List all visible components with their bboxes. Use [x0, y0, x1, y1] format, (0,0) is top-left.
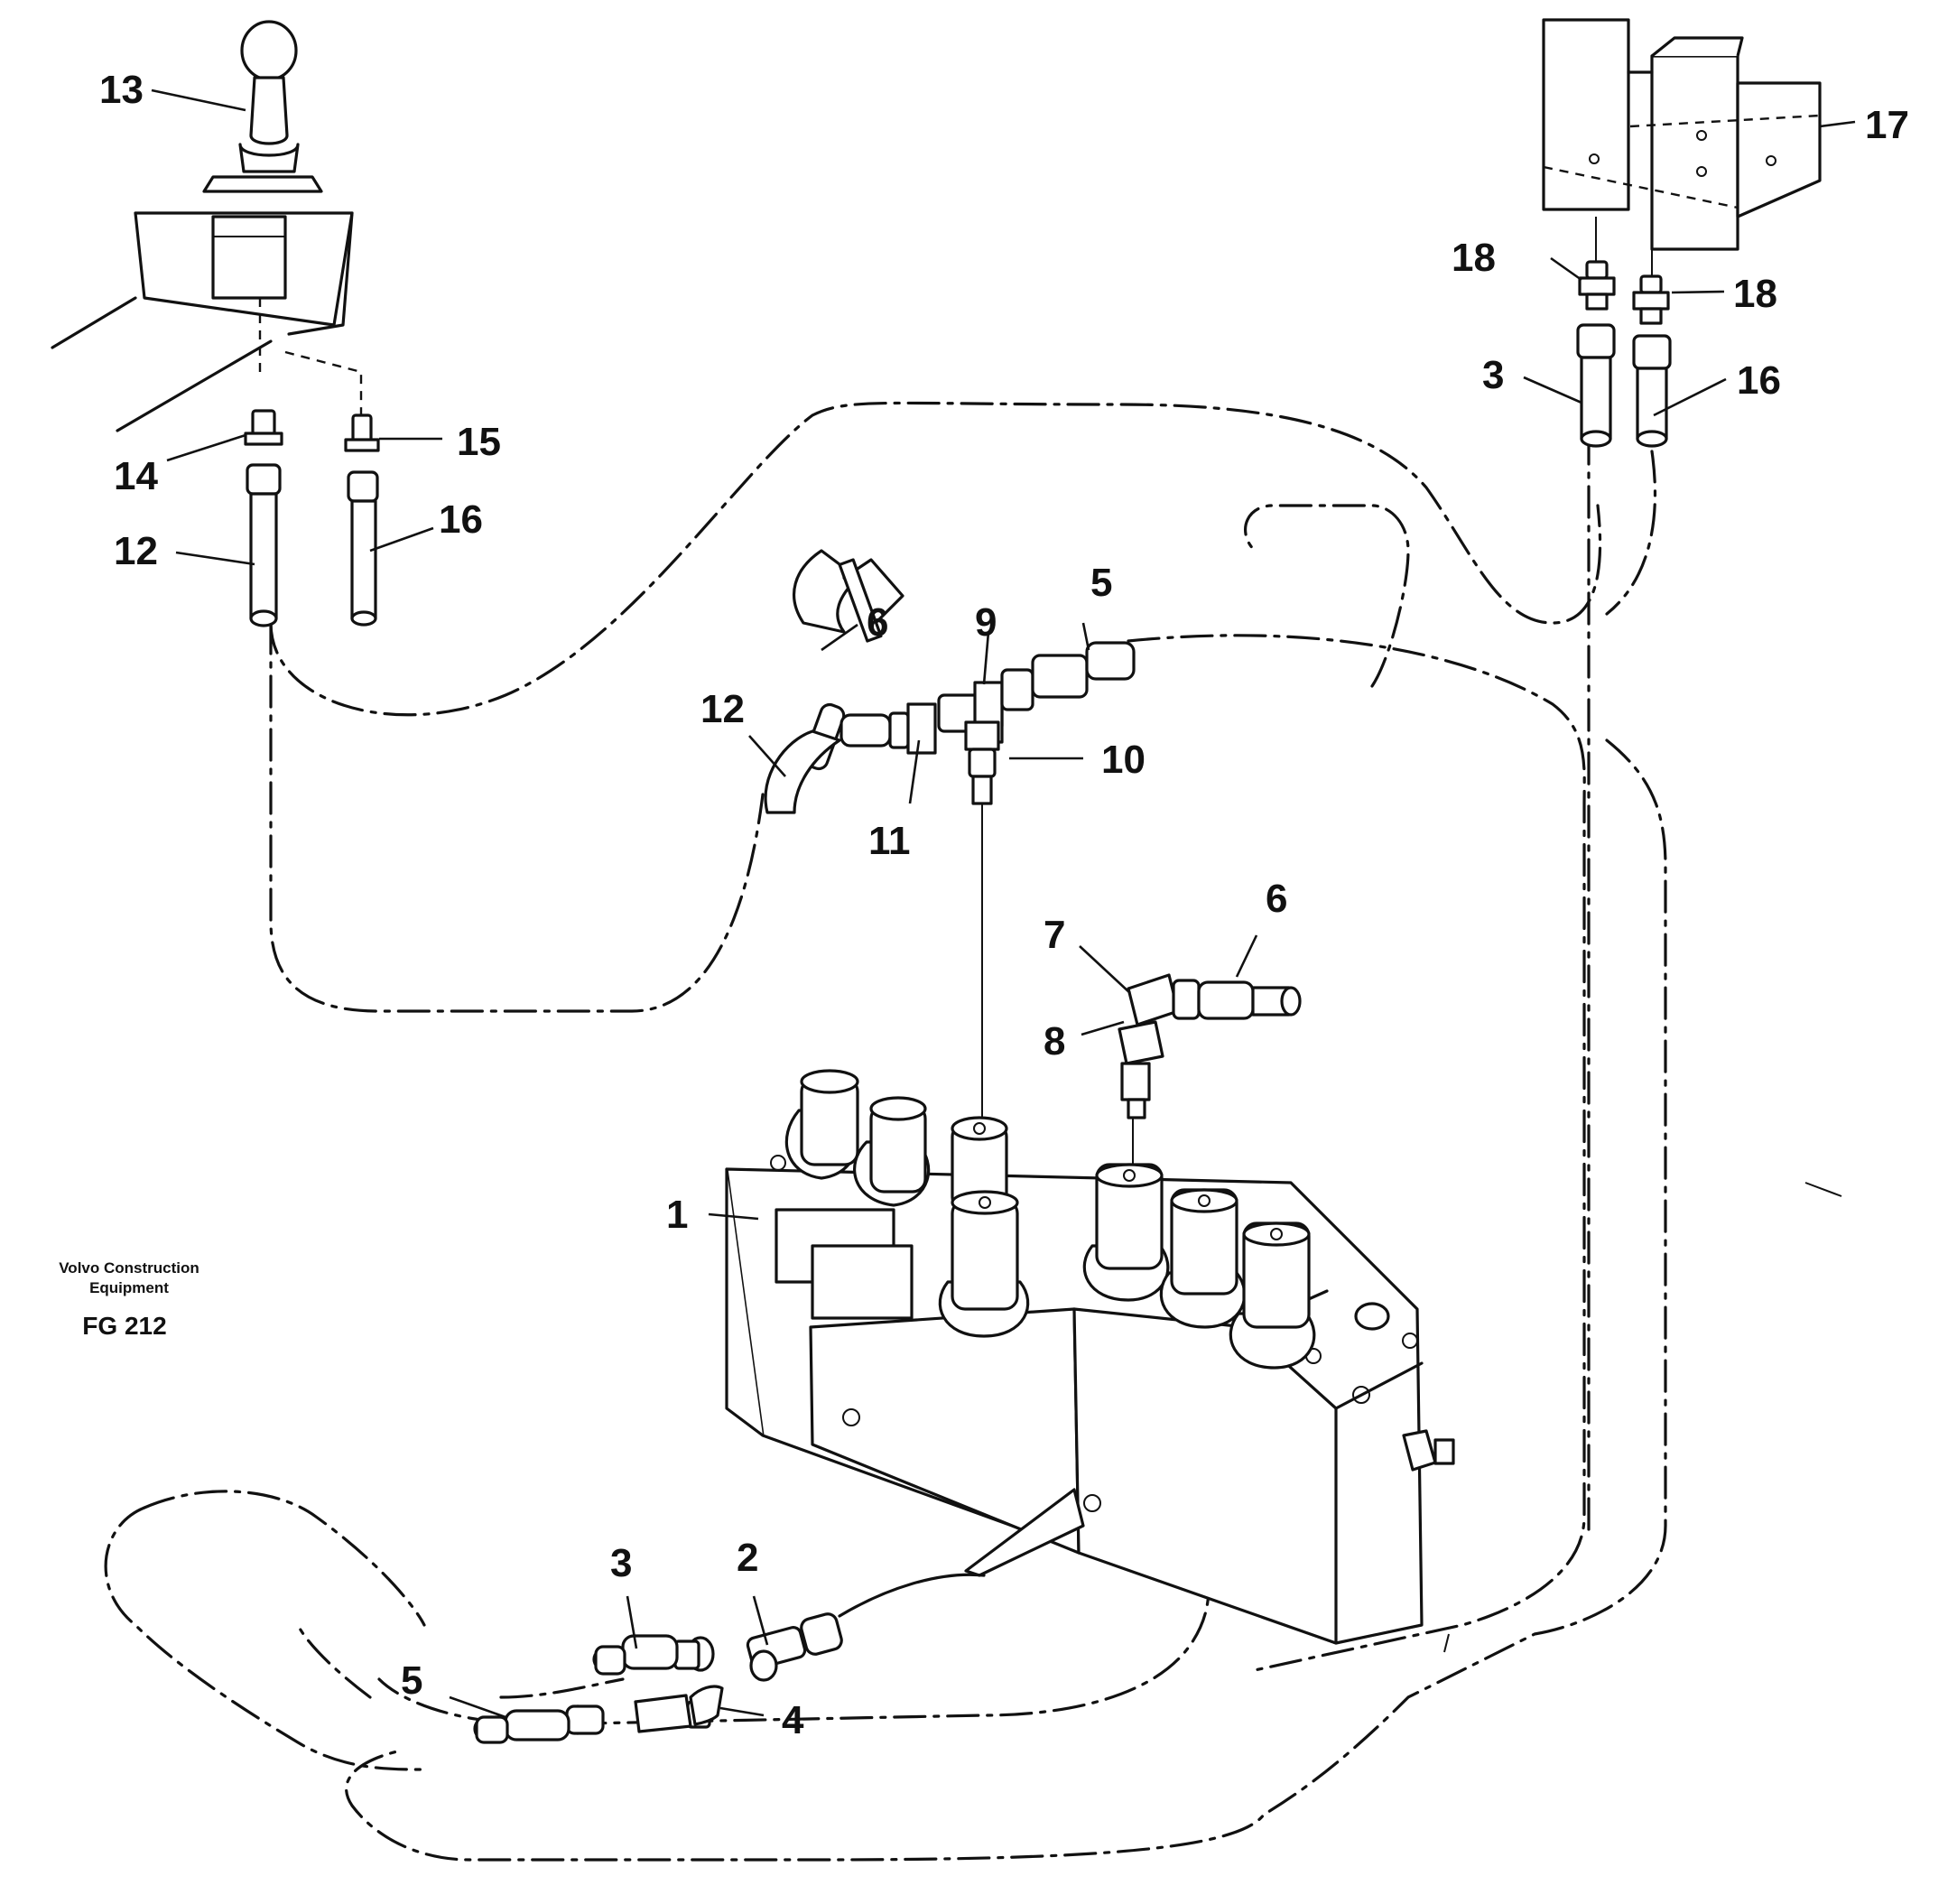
leader-lines [151, 88, 1856, 1719]
callout-8: 8 [1044, 1019, 1065, 1063]
callout-11: 11 [868, 819, 911, 863]
callout-16: 16 [439, 497, 483, 542]
callout-labels: 13 14 15 12 16 17 18 18 3 16 6 9 5 12 10… [99, 68, 1909, 1742]
stray-mark [1443, 1633, 1450, 1653]
stray-mark [1804, 1182, 1842, 1197]
callout-5: 5 [401, 1658, 422, 1703]
bottom-fittings [473, 1573, 986, 1744]
elbow-assembly [1118, 973, 1302, 1165]
callout-13: 13 [99, 68, 144, 112]
callout-5: 5 [1090, 561, 1112, 605]
callout-3: 3 [610, 1541, 632, 1585]
callout-14: 14 [114, 454, 158, 498]
valve-block [725, 1069, 1455, 1645]
callout-4: 4 [782, 1698, 804, 1742]
solenoid-caps [784, 1069, 1316, 1370]
callout-17: 17 [1865, 103, 1909, 147]
brand-name: Volvo Construction [59, 1259, 199, 1277]
callout-16: 16 [1737, 358, 1781, 403]
brand-block: Volvo Construction Equipment FG 212 [59, 1259, 199, 1340]
callout-18: 18 [1452, 236, 1496, 280]
brand-subtitle: Equipment [89, 1279, 169, 1296]
callout-7: 7 [1044, 913, 1065, 957]
left-fittings [244, 409, 380, 627]
callout-10: 10 [1101, 738, 1146, 782]
callout-9: 9 [975, 600, 997, 645]
callout-12: 12 [114, 529, 158, 573]
switch-box-assembly [1542, 18, 1822, 448]
callout-6: 6 [1266, 877, 1287, 921]
callout-3: 3 [1482, 353, 1504, 397]
callout-1: 1 [666, 1193, 688, 1237]
joystick-assembly [51, 20, 363, 432]
hose-routes [104, 401, 1667, 1862]
callout-15: 15 [457, 420, 501, 464]
callout-18: 18 [1733, 272, 1777, 316]
callout-2: 2 [737, 1536, 758, 1580]
callout-6: 6 [867, 600, 888, 645]
callout-12: 12 [700, 687, 745, 731]
figure-code: FG 212 [82, 1312, 166, 1340]
